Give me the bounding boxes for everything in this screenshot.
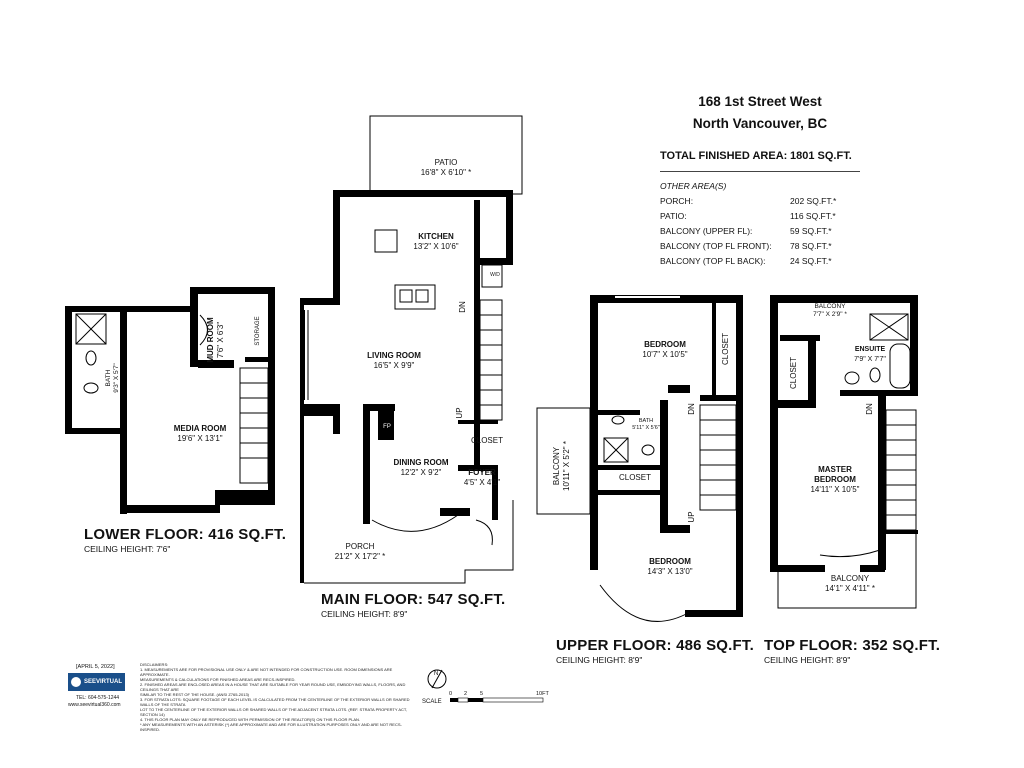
disclaimer-line: 4. THIS FLOOR PLAN MAY ONLY BE REPRODUCE… <box>140 717 361 722</box>
other-area-label: BALCONY (TOP FL BACK): <box>660 256 766 266</box>
scale-tick: 2 <box>464 691 468 697</box>
divider <box>660 171 860 172</box>
other-area-label: PATIO: <box>660 211 687 221</box>
total-area-value: 1801 SQ.FT. <box>790 150 852 162</box>
label-closet-top: CLOSET <box>789 357 798 390</box>
scale-tick: 5 <box>480 691 484 697</box>
lower-floor-walls <box>65 287 275 514</box>
disclaimer-title: DISCLAIMERS: <box>140 662 169 667</box>
room-storage: STORAGE <box>255 316 261 346</box>
scale-label: SCALE <box>422 699 442 705</box>
address-line-1: 168 1st Street West <box>698 94 822 109</box>
seevirtual-logo <box>68 673 125 691</box>
label-dn-upper: DN <box>687 403 696 415</box>
floor-title-main: MAIN FLOOR: 547 SQ.FT. <box>321 591 506 608</box>
other-areas-heading: OTHER AREA(S) <box>660 181 727 191</box>
other-area-label: BALCONY (UPPER FL): <box>660 226 753 236</box>
ceiling-height-main: CEILING HEIGHT: 8'9" <box>321 609 408 619</box>
other-area-label: PORCH: <box>660 196 694 206</box>
disclaimer-line: MEASUREMENTS & CALCULATIONS FOR FINISHED… <box>140 677 296 682</box>
label-dn-main: DN <box>458 301 467 313</box>
disclaimer-line: 1. MEASUREMENTS ARE FOR PROVISIONAL USE … <box>140 667 393 677</box>
contact-tel: TEL: 604-575-1244 <box>76 695 120 701</box>
total-area-label: TOTAL FINISHED AREA: <box>660 150 788 162</box>
disclaimer-line: SIMILAR TO THE REST OF THE HOUSE. (ANSI … <box>140 692 249 697</box>
floor-title-top: TOP FLOOR: 352 SQ.FT. <box>764 637 941 654</box>
top-floor-walls <box>770 295 918 572</box>
address-line-2: North Vancouver, BC <box>692 116 828 131</box>
label-fp: FP <box>383 424 391 430</box>
floor-title-lower: LOWER FLOOR: 416 SQ.FT. <box>84 526 287 543</box>
other-area-label: BALCONY (TOP FL FRONT): <box>660 241 772 251</box>
other-area-value: 78 SQ.FT.* <box>790 241 832 251</box>
disclaimer-block: DISCLAIMERS: 1. MEASUREMENTS ARE FOR PRO… <box>140 662 420 732</box>
disclaimer-line: LOT TO THE CENTERLINE OF THE EXTERIOR WA… <box>140 707 408 717</box>
ceiling-height-lower: CEILING HEIGHT: 7'6" <box>84 544 171 554</box>
other-area-value: 24 SQ.FT.* <box>790 256 832 266</box>
label-closet-upper-2: CLOSET <box>618 473 651 482</box>
disclaimer-line: 3. FOR STRATA LOTS: SQUARE FOOTAGE OF EA… <box>140 697 410 707</box>
disclaimer-line: 2. FINISHED AREAS ARE ENCLOSED AREAS IN … <box>140 682 406 692</box>
label-closet-main: CLOSET <box>470 436 503 445</box>
label-dn-top: DN <box>865 403 874 415</box>
contact-web: www.seevirtual360.com <box>68 702 121 708</box>
scale-bar <box>450 697 544 703</box>
ceiling-height-upper: CEILING HEIGHT: 8'9" <box>556 655 643 665</box>
main-floor-walls <box>300 190 513 583</box>
label-wd: W/D <box>490 272 500 278</box>
scale-tick: 0 <box>449 691 453 697</box>
plan-date: [APRIL 5, 2022] <box>76 664 115 670</box>
logo-text: SEEVIRTUAL <box>84 679 123 685</box>
north-label: N <box>434 671 439 677</box>
scale-tick: 10FT <box>536 691 549 697</box>
floor-title-upper: UPPER FLOOR: 486 SQ.FT. <box>556 637 754 654</box>
other-area-value: 59 SQ.FT.* <box>790 226 832 236</box>
label-up-upper: UP <box>687 511 696 523</box>
patio-outline <box>369 115 523 195</box>
upper-floor-walls <box>590 295 743 617</box>
label-closet-upper-1: CLOSET <box>721 333 730 366</box>
other-area-value: 202 SQ.FT.* <box>790 196 837 206</box>
disclaimer-line: * ANY MEASUREMENTS WITH AN ASTERISK (*) … <box>140 722 402 732</box>
label-up-main: UP <box>455 407 464 419</box>
north-arrow <box>427 669 447 689</box>
other-area-value: 116 SQ.FT.* <box>790 211 836 221</box>
ceiling-height-top: CEILING HEIGHT: 8'9" <box>764 655 851 665</box>
